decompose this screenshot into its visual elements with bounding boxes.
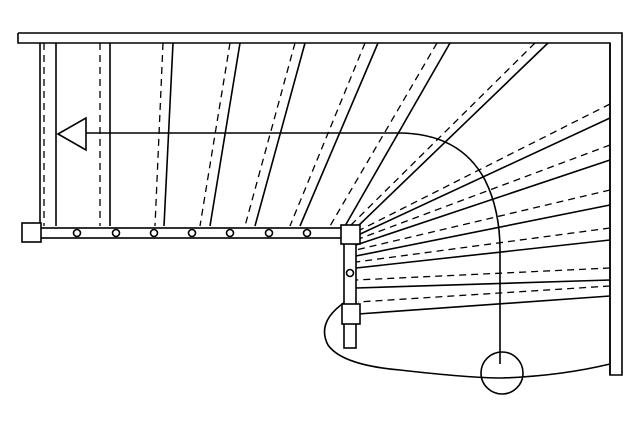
newel-posts xyxy=(21,222,361,325)
newel-post-left xyxy=(21,222,42,243)
baluster xyxy=(111,228,121,238)
walking-line xyxy=(56,116,501,364)
arrow-left-icon xyxy=(56,116,87,152)
newel-post-corner xyxy=(340,224,361,245)
baluster xyxy=(302,228,312,238)
baluster xyxy=(264,228,274,238)
bottom-stringer-curve xyxy=(323,301,611,379)
baluster xyxy=(149,228,159,238)
winder-risers xyxy=(355,42,611,315)
balusters xyxy=(72,228,355,278)
baluster xyxy=(225,228,235,238)
newel-post-bottom xyxy=(341,303,361,325)
start-circle-icon xyxy=(480,351,524,395)
winder-nosings xyxy=(349,42,611,303)
handrail xyxy=(39,227,357,349)
wall-outline xyxy=(17,32,623,376)
baluster xyxy=(345,268,355,278)
baluster xyxy=(187,228,197,238)
straight-flight-nosings xyxy=(43,42,438,227)
baluster xyxy=(72,228,82,238)
straight-flight-risers xyxy=(55,42,451,227)
